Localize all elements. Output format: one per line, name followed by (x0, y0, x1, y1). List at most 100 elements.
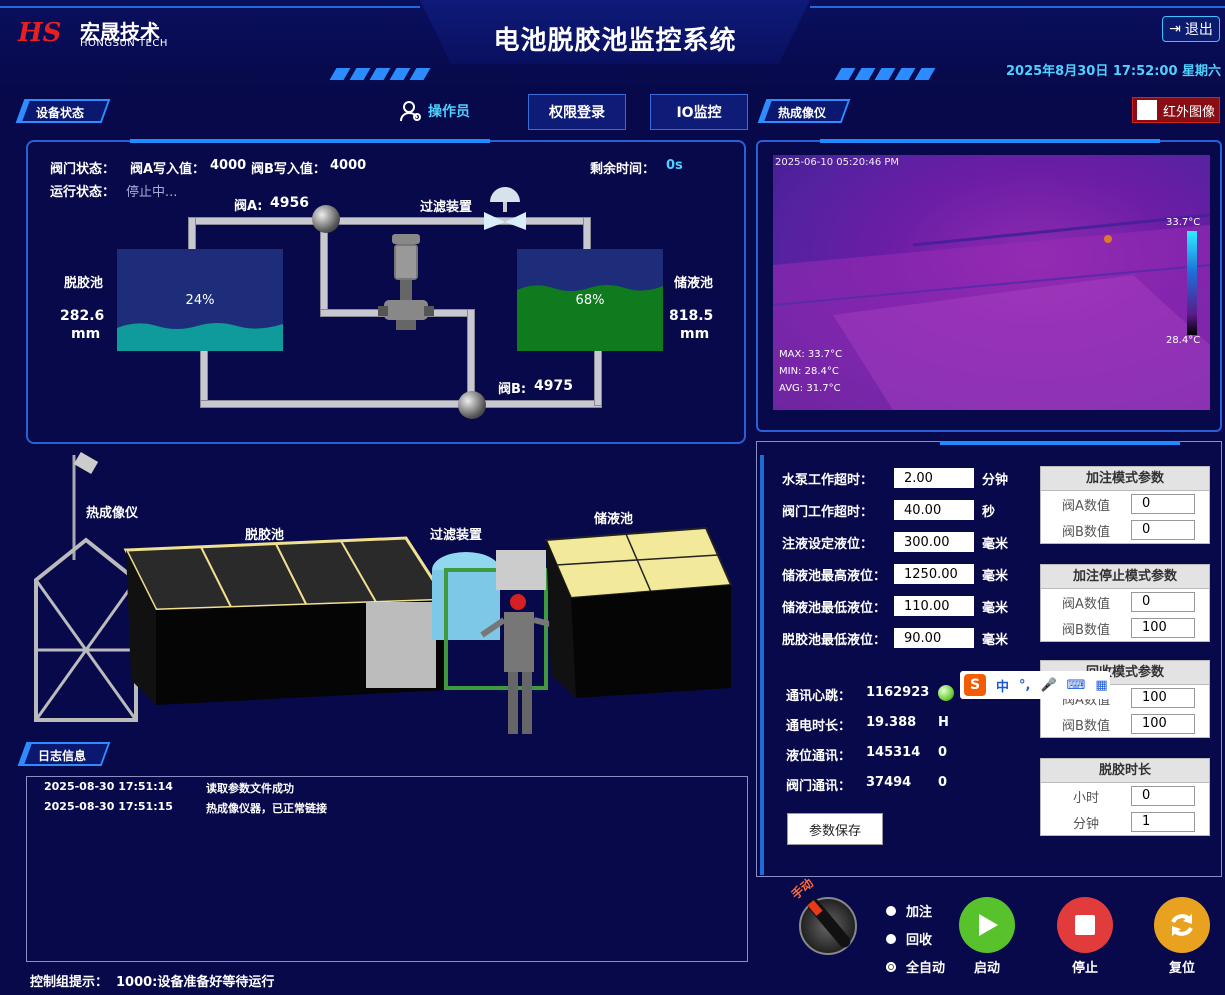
storage-max-input[interactable]: 1250.00 (894, 564, 974, 584)
duration-minutes-input[interactable]: 1 (1131, 812, 1195, 832)
ir-min: MIN: 28.4°C (779, 366, 839, 377)
pump-icon (378, 234, 434, 330)
valve-a-write-label: 阀A写入值： (130, 162, 206, 177)
radio-auto[interactable]: 全自动 (886, 957, 945, 976)
exit-button[interactable]: ⇥ 退出 (1162, 16, 1220, 42)
duration-hours-input[interactable]: 0 (1131, 786, 1195, 806)
radio-recycle-dot (886, 933, 896, 944)
page-title: 电池脱胶池监控系统 (493, 26, 737, 56)
valve-b (458, 391, 486, 419)
fill-stop-valve-a-input[interactable]: 0 (1131, 592, 1195, 612)
infrared-image-label: 红外图像 (1163, 104, 1216, 120)
degum-min-input[interactable]: 90.00 (894, 628, 974, 648)
grid-menu-icon[interactable]: ▦ (1095, 677, 1108, 693)
fill-valve-b-input[interactable]: 0 (1131, 520, 1195, 540)
logo-en: HONGSUN TECH (80, 38, 168, 49)
header-line-left (0, 6, 420, 8)
stop-button[interactable] (1057, 897, 1113, 953)
storage-pool-model (544, 526, 733, 698)
keyboard-icon[interactable]: ⌨ (1066, 677, 1086, 693)
operator-label: 操作员 (428, 104, 470, 120)
device-status-tag: 设备状态 (15, 99, 111, 123)
valve-b-write-value: 4000 (330, 158, 367, 173)
ir-scale-min: 28.4°C (1166, 335, 1201, 346)
user-gear-icon (400, 101, 421, 122)
storage-tank-level (517, 285, 663, 351)
recycle-valve-a-input[interactable]: 100 (1131, 688, 1195, 708)
operator-figure (480, 594, 555, 734)
infrared-image-toggle[interactable]: 红外图像 (1132, 97, 1220, 123)
operator-button[interactable]: 操作员 (400, 100, 470, 122)
start-label: 启动 (973, 961, 1000, 976)
filter-valve-icon (484, 187, 526, 230)
control-hint: 1000:设备准备好等待运行 (116, 975, 275, 990)
pipe-right-down (594, 350, 602, 406)
mode-knob[interactable] (799, 896, 857, 955)
io-monitor-button[interactable]: IO监控 (650, 94, 748, 130)
fill-valve-a-input[interactable]: 0 (1131, 494, 1195, 514)
storage-tank-percent: 68% (575, 293, 605, 308)
datetime: 2025年8月30日 17:52:00 星期六 (1006, 64, 1222, 79)
ime-toolbar[interactable]: S 中 °, 🎤 ⌨ ▦ (960, 671, 1110, 699)
storage-min-input[interactable]: 110.00 (894, 596, 974, 616)
save-params-button[interactable]: 参数保存 (787, 813, 883, 845)
exit-icon: ⇥ (1169, 21, 1181, 37)
reset-label: 复位 (1168, 961, 1195, 976)
pump-timeout-input[interactable]: 2.00 (894, 468, 974, 488)
log-panel[interactable] (26, 776, 748, 962)
storage-tank-unit: mm (680, 326, 710, 342)
storage-tank-value: 818.5 (669, 308, 714, 324)
login-button[interactable]: 权限登录 (528, 94, 626, 130)
panel-top-accent (130, 139, 490, 143)
model-label-storage: 储液池 (594, 512, 634, 527)
storage-tank-name: 储液池 (674, 276, 714, 291)
logo: HS (18, 18, 62, 48)
recycle-valve-b-input[interactable]: 100 (1131, 714, 1195, 734)
refresh-icon (1171, 914, 1193, 936)
radio-fill[interactable]: 加注 (886, 901, 932, 920)
remaining-label: 剩余时间： (590, 162, 656, 177)
start-button[interactable] (959, 897, 1015, 953)
pipe-left-up (188, 217, 196, 251)
valve-a (312, 205, 340, 233)
mic-icon[interactable]: 🎤 (1040, 677, 1057, 693)
degum-tank-level (117, 323, 283, 351)
thermal-panel-accent (820, 139, 1160, 143)
radio-auto-dot (886, 961, 896, 972)
fill-stop-valve-b-input[interactable]: 100 (1131, 618, 1195, 638)
mode-fill-title: 加注模式参数 (1041, 467, 1209, 491)
equipment-3d-model (34, 451, 733, 734)
fill-level-input[interactable]: 300.00 (894, 532, 974, 552)
ir-scene (773, 213, 1210, 410)
degum-pool-model (123, 536, 449, 705)
valve-a-label: 阀A: (234, 199, 263, 214)
radio-recycle[interactable]: 回收 (886, 929, 932, 948)
logo-cn: 宏晟技术 (80, 20, 160, 44)
valve-timeout-input[interactable]: 40.00 (894, 500, 974, 520)
ir-avg: AVG: 31.7°C (779, 383, 841, 394)
param-panel-accent (940, 441, 1180, 445)
pipe-right-up (583, 217, 591, 251)
play-icon (979, 914, 998, 936)
ir-color-scale (1187, 231, 1197, 335)
control-hint-label: 控制组提示： (30, 975, 109, 990)
valve-status-label: 阀门状态： (50, 162, 116, 177)
ime-lang[interactable]: 中 (996, 679, 1010, 695)
reset-button[interactable] (1154, 897, 1210, 953)
pipe-left-down (200, 350, 208, 406)
pipe-top (188, 217, 588, 225)
model-label-thermal: 热成像仪 (86, 506, 139, 521)
valve-b-write-label: 阀B写入值： (251, 162, 326, 177)
stripe-deco-right (834, 68, 936, 80)
ime-punct[interactable]: °, (1019, 677, 1031, 693)
header-line-right (810, 6, 1225, 8)
